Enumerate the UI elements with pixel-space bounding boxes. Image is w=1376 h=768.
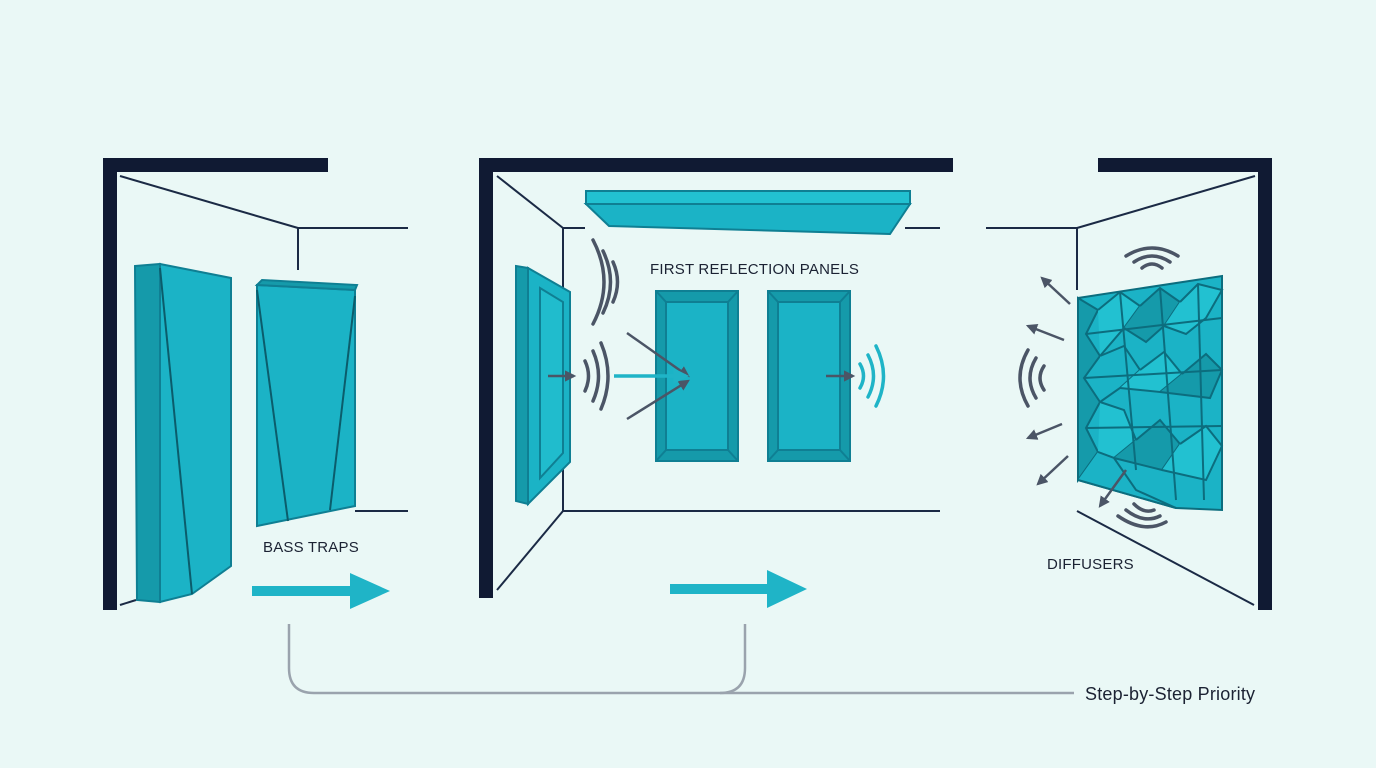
sound-wave-icon <box>1116 502 1168 529</box>
right-arrow-icon <box>670 570 807 608</box>
room-wall-outline <box>103 158 328 610</box>
sound-wave-icon <box>1018 348 1046 408</box>
room-wall-outline <box>1098 158 1272 610</box>
sound-wave-icon <box>591 238 620 326</box>
room-diffusers: DIFFUSERS <box>986 158 1272 610</box>
diffusers-label: DIFFUSERS <box>1047 556 1134 573</box>
priority-connector <box>287 624 1074 695</box>
room-perspective-lines <box>986 175 1256 606</box>
room-bass-traps: BASS TRAPS <box>103 158 408 610</box>
bass-trap-panel <box>254 278 359 528</box>
ceiling-cloud-panel <box>583 190 912 236</box>
room-perspective-lines <box>119 175 408 606</box>
sound-wave-icon <box>583 341 610 411</box>
bass-traps-label: BASS TRAPS <box>263 539 359 556</box>
scatter-arrow-icon <box>1025 276 1128 508</box>
room-first-reflections: FIRST REFLECTION PANELS <box>479 158 953 608</box>
bass-trap-panel <box>133 262 232 604</box>
right-arrow-icon <box>252 573 390 609</box>
side-wall-reflection-panel <box>515 264 571 507</box>
room-wall-outline <box>479 158 953 598</box>
step-by-step-priority-label: Step-by-Step Priority <box>1085 684 1255 704</box>
first-reflection-panels-label: FIRST REFLECTION PANELS <box>650 261 859 278</box>
sound-wave-icon <box>1124 246 1180 270</box>
sound-wave-icon <box>858 344 886 408</box>
diffuser-panel <box>1077 274 1224 512</box>
